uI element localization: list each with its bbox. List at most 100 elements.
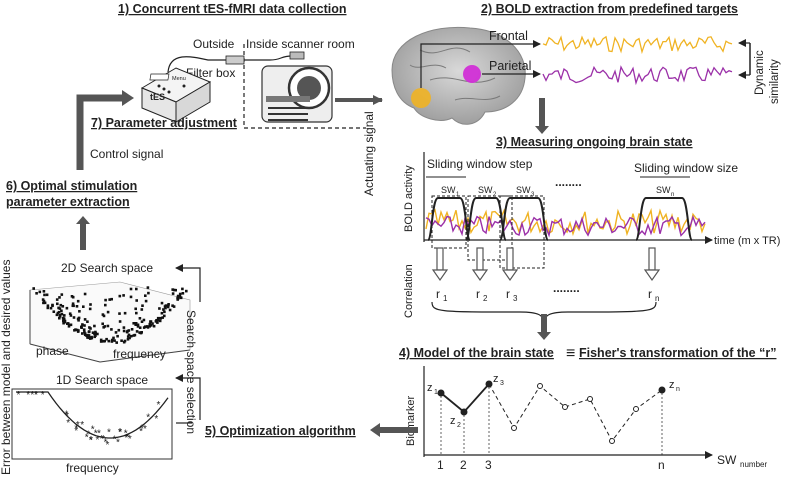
arrow-to-step6-head xyxy=(76,216,90,224)
surface-point xyxy=(69,323,73,327)
surface-point xyxy=(163,310,166,314)
surface-point xyxy=(140,331,143,334)
surface-point xyxy=(108,298,111,301)
label-phase: phase xyxy=(36,344,69,358)
r-label-sub: 1 xyxy=(443,294,448,303)
window-label-sub: n xyxy=(671,192,674,198)
surface-point xyxy=(126,338,130,341)
parietal-target-marker xyxy=(463,65,481,83)
surface-point xyxy=(107,339,111,343)
surface-point xyxy=(156,321,159,324)
surface-point xyxy=(56,302,59,306)
surface-point xyxy=(144,299,148,303)
biomarker-z-label: z xyxy=(669,379,675,391)
surface-point xyxy=(55,313,59,317)
surface-point xyxy=(161,316,164,319)
step5-title: 5) Optimization algorithm xyxy=(205,424,356,438)
surface-point xyxy=(57,306,60,310)
surface-point xyxy=(91,331,95,334)
label-2d-search: 2D Search space xyxy=(61,261,153,275)
r-label: r xyxy=(506,287,510,301)
surface-point xyxy=(164,306,167,310)
surface-point xyxy=(129,334,133,338)
r-label: r xyxy=(476,287,480,301)
search-1d-marker: * xyxy=(66,418,70,429)
biomarker-point xyxy=(460,408,468,416)
surface-point xyxy=(81,332,84,335)
label-correlation: Correlation xyxy=(403,264,415,318)
surface-point xyxy=(134,323,137,326)
surface-point xyxy=(88,307,92,311)
step3-title: 3) Measuring ongoing brain state xyxy=(496,135,693,149)
surface-point xyxy=(102,326,105,329)
label-search-selection: Search space selection xyxy=(184,310,198,434)
surface-point xyxy=(76,330,80,333)
label-window-step: Sliding window step xyxy=(427,157,533,171)
surface-point xyxy=(181,287,184,291)
r-arrow-shaft xyxy=(648,247,656,271)
biomarker-point xyxy=(658,386,666,394)
surface-point xyxy=(94,330,97,334)
window-bracket-3 xyxy=(499,195,545,269)
connector-icon xyxy=(289,51,305,60)
tes-device-icon xyxy=(140,67,212,123)
biomarker-dashed-line xyxy=(488,383,663,442)
room-boundary xyxy=(243,44,366,129)
label-actuating-signal: Actuating signal xyxy=(362,111,376,196)
biomarker-tick: 2 xyxy=(460,458,467,472)
surface-point xyxy=(140,308,144,311)
surface-point xyxy=(142,326,146,329)
surface-point xyxy=(152,324,156,328)
equiv-symbol: ≡ xyxy=(566,345,575,362)
parietal-bold-signal xyxy=(542,65,733,86)
search-1d-marker: * xyxy=(34,390,38,401)
label-parietal: Parietal xyxy=(489,59,531,73)
surface-point xyxy=(59,303,63,307)
search-1d-marker: * xyxy=(85,432,89,443)
surface-point xyxy=(62,316,65,320)
surface-point xyxy=(46,306,50,310)
label-outside: Outside xyxy=(193,37,235,51)
biomarker-point xyxy=(633,406,639,412)
surface-point xyxy=(172,288,176,292)
biomarker-point xyxy=(562,404,568,410)
search-1d-marker: * xyxy=(80,420,84,431)
window-label-sub: 2 xyxy=(493,192,497,198)
surface-point xyxy=(151,322,154,325)
surface-point xyxy=(102,340,105,343)
search-1d-marker: * xyxy=(17,390,21,401)
surface-point xyxy=(86,320,89,323)
window-label-sub: 3 xyxy=(531,192,535,198)
search-1d-marker: * xyxy=(89,436,93,447)
surface-point xyxy=(43,293,46,297)
window-label-sub: 1 xyxy=(456,192,460,198)
surface-point xyxy=(171,292,175,295)
surface-point xyxy=(132,322,135,325)
surface-point xyxy=(181,292,185,295)
label-frequency-1d: frequency xyxy=(66,461,119,475)
label-inside-room: Inside scanner room xyxy=(246,37,355,51)
search-1d-marker: * xyxy=(74,426,78,437)
surface-point xyxy=(88,330,91,333)
surface-point xyxy=(101,322,104,326)
surface-point xyxy=(112,336,115,340)
search-1d-marker: * xyxy=(106,440,110,451)
search-1d-marker: * xyxy=(96,435,100,446)
selection-arrow-1d xyxy=(175,374,201,420)
step2-title: 2) BOLD extraction from predefined targe… xyxy=(481,2,738,16)
surface-point xyxy=(51,303,54,307)
surface-point xyxy=(185,289,188,293)
surface-point xyxy=(135,299,138,302)
surface-point xyxy=(66,322,69,325)
surface-point xyxy=(73,329,76,332)
surface-point xyxy=(138,317,142,320)
surface-point xyxy=(179,296,183,299)
surface-point xyxy=(144,294,147,297)
search-1d-marker: * xyxy=(100,434,104,445)
surface-point xyxy=(176,294,180,298)
surface-point xyxy=(83,330,86,334)
surface-point xyxy=(81,323,84,326)
arrow-4-to-5-head xyxy=(370,423,380,437)
